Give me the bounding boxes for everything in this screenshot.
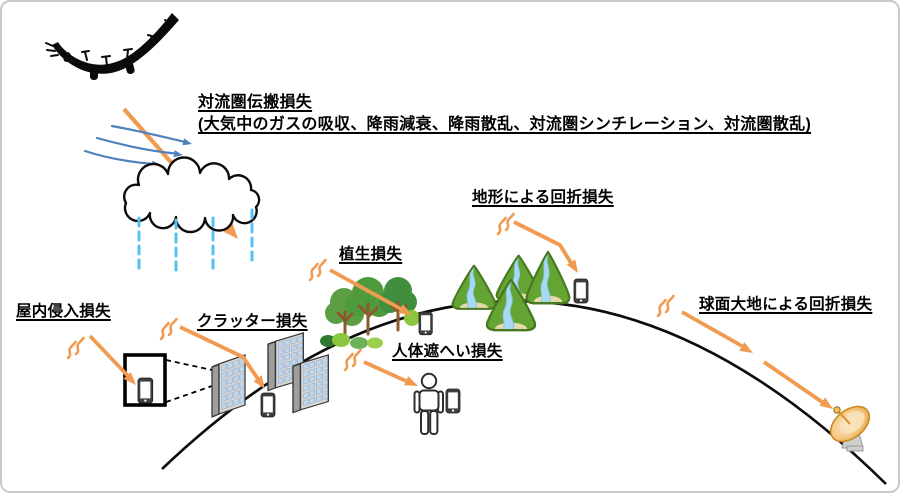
radio-wave-squiggle-icon: [66, 336, 85, 360]
tropospheric-loss-title: 対流圏伝搬損失: [198, 94, 313, 111]
indoor-signal-arrow-icon: [88, 334, 136, 385]
smartphone-icon: [418, 311, 433, 336]
radio-wave-squiggle-icon: [159, 317, 178, 341]
terrain-diffraction-loss-label: 地形による回折損失: [472, 189, 614, 206]
radio-wave-squiggle-icon: [496, 212, 515, 236]
tropospheric-loss-detail: (大気中のガスの吸収、降雨減衰、降雨散乱、対流圏シンチレーション、対流圏散乱): [198, 116, 812, 133]
radio-wave-squiggle-icon: [656, 294, 675, 318]
person-icon: [413, 372, 444, 435]
smartphone-icon: [445, 388, 461, 414]
haps-aircraft-icon: [45, 13, 179, 80]
satellite-dish-icon: [829, 405, 871, 452]
smartphone-icon: [137, 377, 154, 404]
mountains-icon: [453, 252, 570, 336]
callout-dashed-lines: [165, 359, 213, 403]
clutter-signal-arrow-icon: [179, 325, 265, 389]
clutter-loss-label: クラッター損失: [197, 313, 308, 330]
smartphone-icon: [260, 392, 276, 418]
smartphone-icon: [573, 278, 589, 304]
rain-dashes-icon: [137, 208, 254, 277]
vegetation-signal-arrow-icon: [329, 268, 412, 315]
body-shielding-loss-label: 人体遮へい損失: [392, 343, 503, 360]
radio-wave-squiggle-icon: [343, 348, 362, 372]
spherical-signal-arrow-icon: [681, 310, 833, 409]
body-signal-arrow-icon: [363, 360, 418, 386]
tropospheric-loss-label: 対流圏伝搬損失 (大気中のガスの吸収、降雨減衰、降雨散乱、対流圏シンチレーション…: [198, 92, 811, 136]
spherical-earth-diffraction-loss-label: 球面大地による回折損失: [699, 296, 873, 313]
vegetation-loss-label: 植生損失: [339, 246, 403, 263]
radio-wave-squiggle-icon: [308, 258, 327, 282]
building-icon: [211, 354, 246, 418]
terrain-signal-arrow-icon: [513, 220, 578, 273]
building-icon: [292, 354, 330, 414]
indoor-loss-label: 屋内侵入損失: [16, 303, 111, 320]
rain-cloud-icon: [123, 156, 261, 234]
